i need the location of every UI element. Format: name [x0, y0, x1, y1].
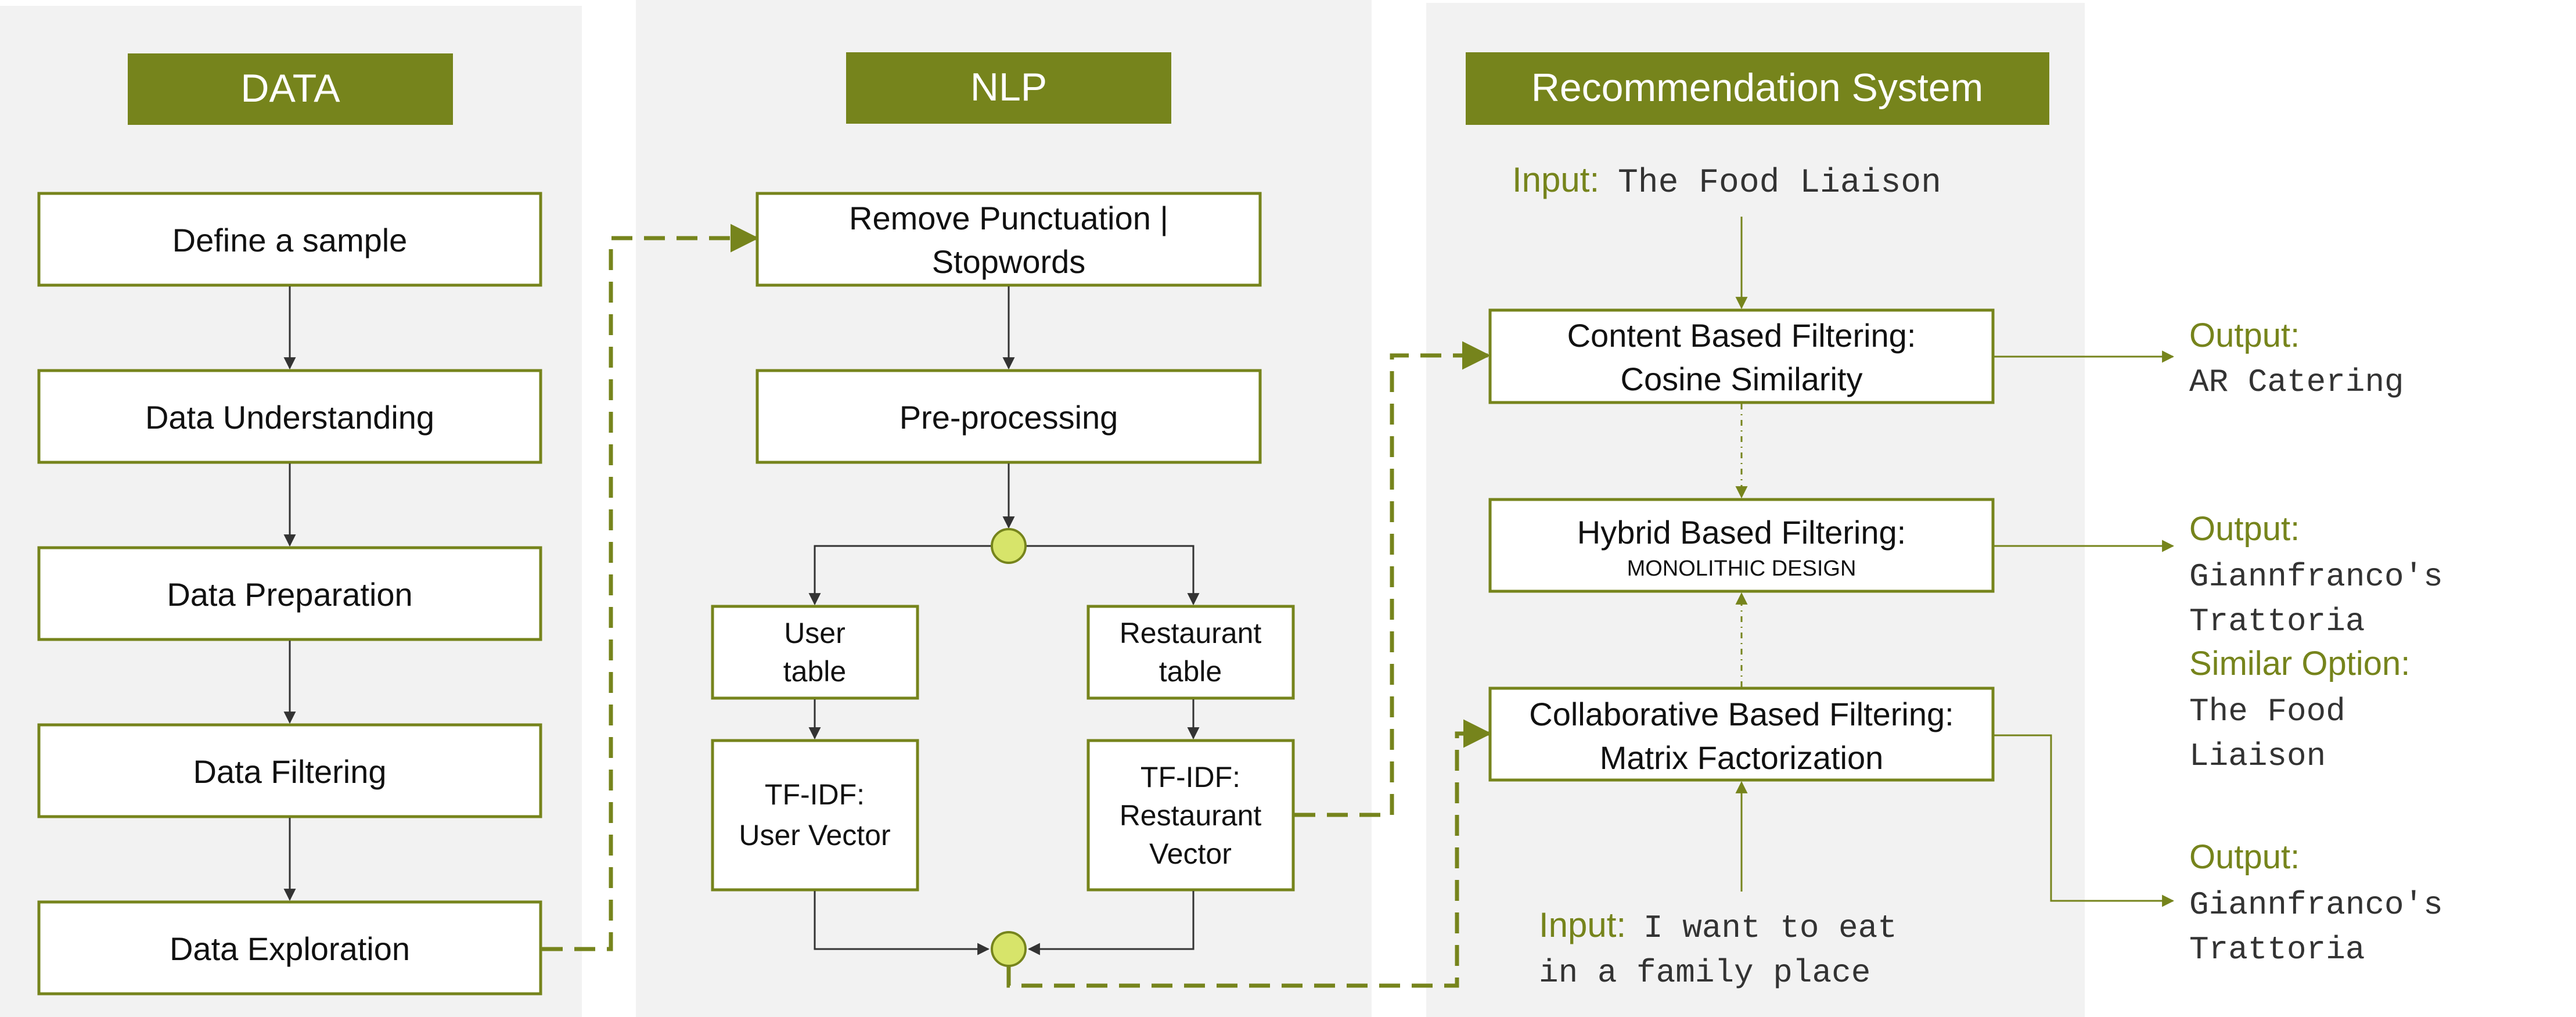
hybrid-output-label: Output: [2189, 510, 2300, 548]
tfidf-restaurant-line1: TF-IDF: [1141, 761, 1240, 793]
hybrid-output-line1: Giannfranco's [2189, 558, 2443, 595]
hybrid-subtitle: MONOLITHIC DESIGN [1627, 556, 1857, 581]
user-table-line2: table [783, 655, 846, 688]
step-define-sample [37, 192, 542, 287]
data-to-nlp-connector [542, 224, 759, 951]
input-top-value: The Food Liaison [1618, 164, 1941, 202]
content-based-box [1488, 308, 1995, 404]
step-data-understanding [37, 369, 542, 464]
similar-option-line1: The Food [2189, 693, 2345, 730]
collaborative-output-label: Output: [2189, 838, 2300, 876]
preprocessing-box [755, 369, 1262, 464]
similar-option-label: Similar Option: [2189, 645, 2410, 682]
remove-punctuation-line1: Remove Punctuation | [849, 200, 1168, 236]
collaborative-line1: Collaborative Based Filtering: [1529, 696, 1953, 732]
restaurant-table-line2: table [1159, 655, 1222, 688]
similar-option-line2: Liaison [2189, 738, 2326, 775]
merge-node [991, 931, 1027, 967]
restaurant-table-line1: Restaurant [1120, 617, 1262, 649]
merge-connectors [814, 891, 1195, 955]
collaborative-line2: Matrix Factorization [1600, 739, 1884, 776]
collaborative-output-line1: Giannfranco's [2189, 886, 2443, 923]
recsys-header-title: Recommendation System [1531, 66, 1984, 110]
data-header: DATA [128, 53, 453, 125]
content-based-line1: Content Based Filtering: [1567, 317, 1916, 354]
step-data-filtering [37, 723, 542, 818]
split-connectors [808, 545, 1200, 606]
user-table-line1: User [784, 617, 846, 649]
tfidf-user-line1: TF-IDF: [765, 778, 865, 811]
input-bottom-line2: in a family place [1539, 954, 1870, 991]
nlp-header: NLP [846, 52, 1171, 124]
tfidf-user-box [711, 739, 919, 892]
recsys-header: Recommendation System [1466, 52, 2049, 125]
data-header-title: DATA [240, 66, 340, 110]
step-data-understanding-label: Data Understanding [145, 399, 434, 436]
merge-to-collaborative-connector [1006, 719, 1492, 988]
input-bottom-label: Input: [1539, 905, 1626, 944]
hybrid-output-line2: Trattoria [2189, 603, 2365, 640]
tfidf-restaurant-line2: Restaurant [1120, 799, 1262, 832]
hybrid-title: Hybrid Based Filtering: [1577, 514, 1906, 551]
step-define-sample-label: Define a sample [172, 222, 408, 258]
content-output-value: AR Catering [2189, 364, 2404, 401]
remove-punctuation-line2: Stopwords [932, 243, 1086, 280]
split-node [991, 528, 1027, 564]
hybrid-box [1488, 498, 1995, 593]
data-panel [0, 6, 582, 1017]
preprocessing-label: Pre-processing [900, 399, 1118, 436]
collaborative-output-arrow [1994, 734, 2175, 907]
step-data-preparation [37, 546, 542, 641]
data-step-boxes: Define a sample Data Understanding Data … [37, 192, 542, 996]
step-data-filtering-label: Data Filtering [193, 753, 386, 790]
input-top-label: Input: [1512, 160, 1599, 199]
user-table-box [711, 605, 919, 700]
restaurant-table-box [1086, 605, 1295, 700]
input-bottom-line1: I want to eat [1643, 910, 1897, 947]
remove-punctuation-box [755, 192, 1262, 287]
collaborative-output-line2: Trattoria [2189, 931, 2365, 968]
nlp-header-title: NLP [970, 65, 1047, 109]
step-data-exploration [37, 900, 542, 996]
content-output-label: Output: [2189, 317, 2300, 354]
collaborative-box [1488, 687, 1995, 782]
content-based-line2: Cosine Similarity [1621, 361, 1863, 397]
tfidf-user-line2: User Vector [739, 819, 890, 851]
tfidf-restaurant-line3: Vector [1149, 838, 1232, 870]
tfidf-to-content-connector [1294, 341, 1491, 817]
step-data-preparation-label: Data Preparation [167, 576, 412, 613]
step-data-exploration-label: Data Exploration [170, 930, 410, 967]
tfidf-restaurant-box [1086, 739, 1295, 892]
